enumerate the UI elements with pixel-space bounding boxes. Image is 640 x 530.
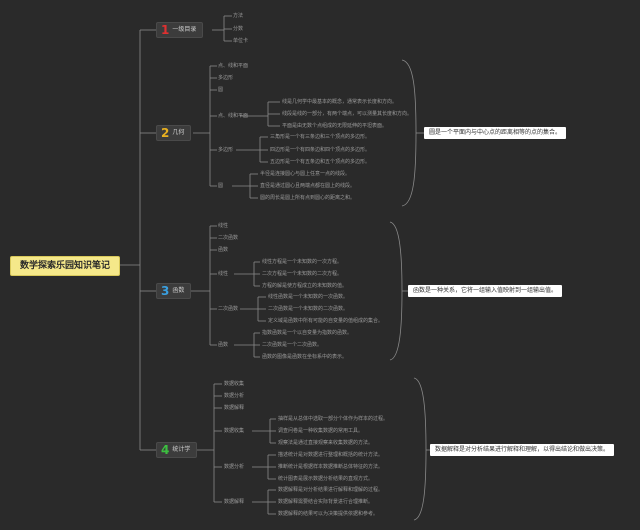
topic-2-5[interactable]: 多边形 — [218, 147, 234, 153]
branch-node-1[interactable]: 1 一级目录 — [156, 22, 204, 38]
detail-4-5: 推断统计是根据样本数据推断总体特征的方法。 — [278, 464, 384, 470]
topic-3-6[interactable]: 函数 — [218, 342, 229, 348]
branch-number-4: 4 — [161, 443, 170, 457]
detail-3-7: 指数函数是一个以自变量为指数的函数。 — [262, 330, 353, 336]
branch-number-2: 2 — [161, 126, 170, 140]
topic-3-2[interactable]: 二次函数 — [218, 235, 239, 241]
topic-3-5[interactable]: 二次函数 — [218, 306, 239, 312]
detail-3-1: 线性方程是一个未知数的一次方程。 — [262, 259, 343, 265]
callout-4: 数据解释是对分析结果进行解释和理解，以得出结论和做出决策。 — [430, 444, 615, 456]
topic-4-5[interactable]: 数据分析 — [224, 464, 245, 470]
detail-3-4: 线性函数是一个未知数的一次函数。 — [268, 294, 349, 300]
topic-4-3[interactable]: 数据解释 — [224, 405, 245, 411]
detail-4-3: 观察法是通过直接观察来收集数据的方法。 — [278, 440, 374, 446]
detail-4-7: 数据解释是对分析结果进行解释和理解的过程。 — [278, 487, 384, 493]
branch-label-3: 函数 — [172, 287, 185, 294]
detail-4-1: 抽样是从总体中选取一部分个体作为样本的过程。 — [278, 416, 389, 422]
topic-2-2[interactable]: 多边形 — [218, 75, 234, 81]
detail-2-6: 五边形是一个有五条边和五个顶点的多边形。 — [270, 159, 371, 165]
detail-3-9: 函数的图像是函数在坐标系中的表示。 — [262, 354, 348, 360]
topic-2-4[interactable]: 点、线和平面 — [218, 113, 249, 119]
detail-3-3: 方程的解是使方程成立的未知数的值。 — [262, 283, 348, 289]
topic-3-1[interactable]: 线性 — [218, 223, 229, 229]
branch-node-3[interactable]: 3 函数 — [156, 283, 192, 299]
detail-3-6: 定义域是函数中所有可能的自变量的值组成的集合。 — [268, 318, 384, 324]
branch-node-2[interactable]: 2 几何 — [156, 125, 192, 141]
topic-3-3[interactable]: 函数 — [218, 247, 229, 253]
detail-2-7: 半径是连接圆心与圆上任意一点的线段。 — [260, 171, 351, 177]
detail-2-4: 三角形是一个有三条边和三个顶点的多边形。 — [270, 134, 371, 140]
topic-4-4[interactable]: 数据收集 — [224, 428, 245, 434]
topic-2-1[interactable]: 点、线和平面 — [218, 63, 249, 69]
topic-4-1[interactable]: 数据收集 — [224, 381, 245, 387]
topic-4-2[interactable]: 数据分析 — [224, 393, 245, 399]
detail-4-2: 调查问卷是一种收集数据的常用工具。 — [278, 428, 364, 434]
topic-3-4[interactable]: 线性 — [218, 271, 229, 277]
branch-number-1: 1 — [161, 23, 170, 37]
branch-label-2: 几何 — [172, 129, 185, 136]
root-node[interactable]: 数学探索乐园知识笔记 — [10, 256, 120, 276]
topic-4-6[interactable]: 数据解释 — [224, 499, 245, 505]
branch-node-4[interactable]: 4 统计学 — [156, 442, 198, 458]
detail-2-5: 四边形是一个有四条边和四个顶点的多边形。 — [270, 147, 371, 153]
callout-3: 函数是一种关系，它将一组输入值映射到一组输出值。 — [408, 285, 563, 297]
detail-2-1: 线是几何学中最基本的概念，通常表示长度和方向。 — [282, 99, 398, 105]
branch-label-1: 一级目录 — [172, 26, 197, 33]
branch-number-3: 3 — [161, 284, 170, 298]
topic-2-3[interactable]: 圆 — [218, 87, 224, 93]
detail-3-2: 二次方程是一个未知数的二次方程。 — [262, 271, 343, 277]
detail-4-6: 统计图表是展示数据分析结果的直观方式。 — [278, 476, 374, 482]
topic-1-2[interactable]: 分数 — [233, 26, 244, 32]
detail-4-9: 数据解释的结果可以为决策提供依据和参考。 — [278, 511, 379, 517]
detail-2-9: 圆的周长是圆上所有点到圆心的距离之和。 — [260, 195, 356, 201]
detail-4-4: 描述统计是对数据进行整理和概括的统计方法。 — [278, 452, 384, 458]
topic-1-1[interactable]: 方法 — [233, 13, 244, 19]
detail-2-3: 平面是由无数个点组成的无限延伸的平坦表面。 — [282, 123, 388, 129]
topic-1-3[interactable]: 单位卡 — [233, 38, 249, 44]
detail-3-5: 二次函数是一个未知数的二次函数。 — [268, 306, 349, 312]
callout-2: 圆是一个平面内与中心点的距离相等的点的集合。 — [424, 127, 567, 139]
detail-4-8: 数据解释需要结合实际背景进行合理推断。 — [278, 499, 374, 505]
detail-3-8: 二次函数是一个二次函数。 — [262, 342, 323, 348]
detail-2-8: 直径是通过圆心且两端点都在圆上的线段。 — [260, 183, 356, 189]
topic-2-6[interactable]: 圆 — [218, 183, 224, 189]
detail-2-2: 线段是线的一部分，有两个端点，可以测量其长度和方向。 — [282, 111, 413, 117]
branch-label-4: 统计学 — [172, 446, 191, 453]
